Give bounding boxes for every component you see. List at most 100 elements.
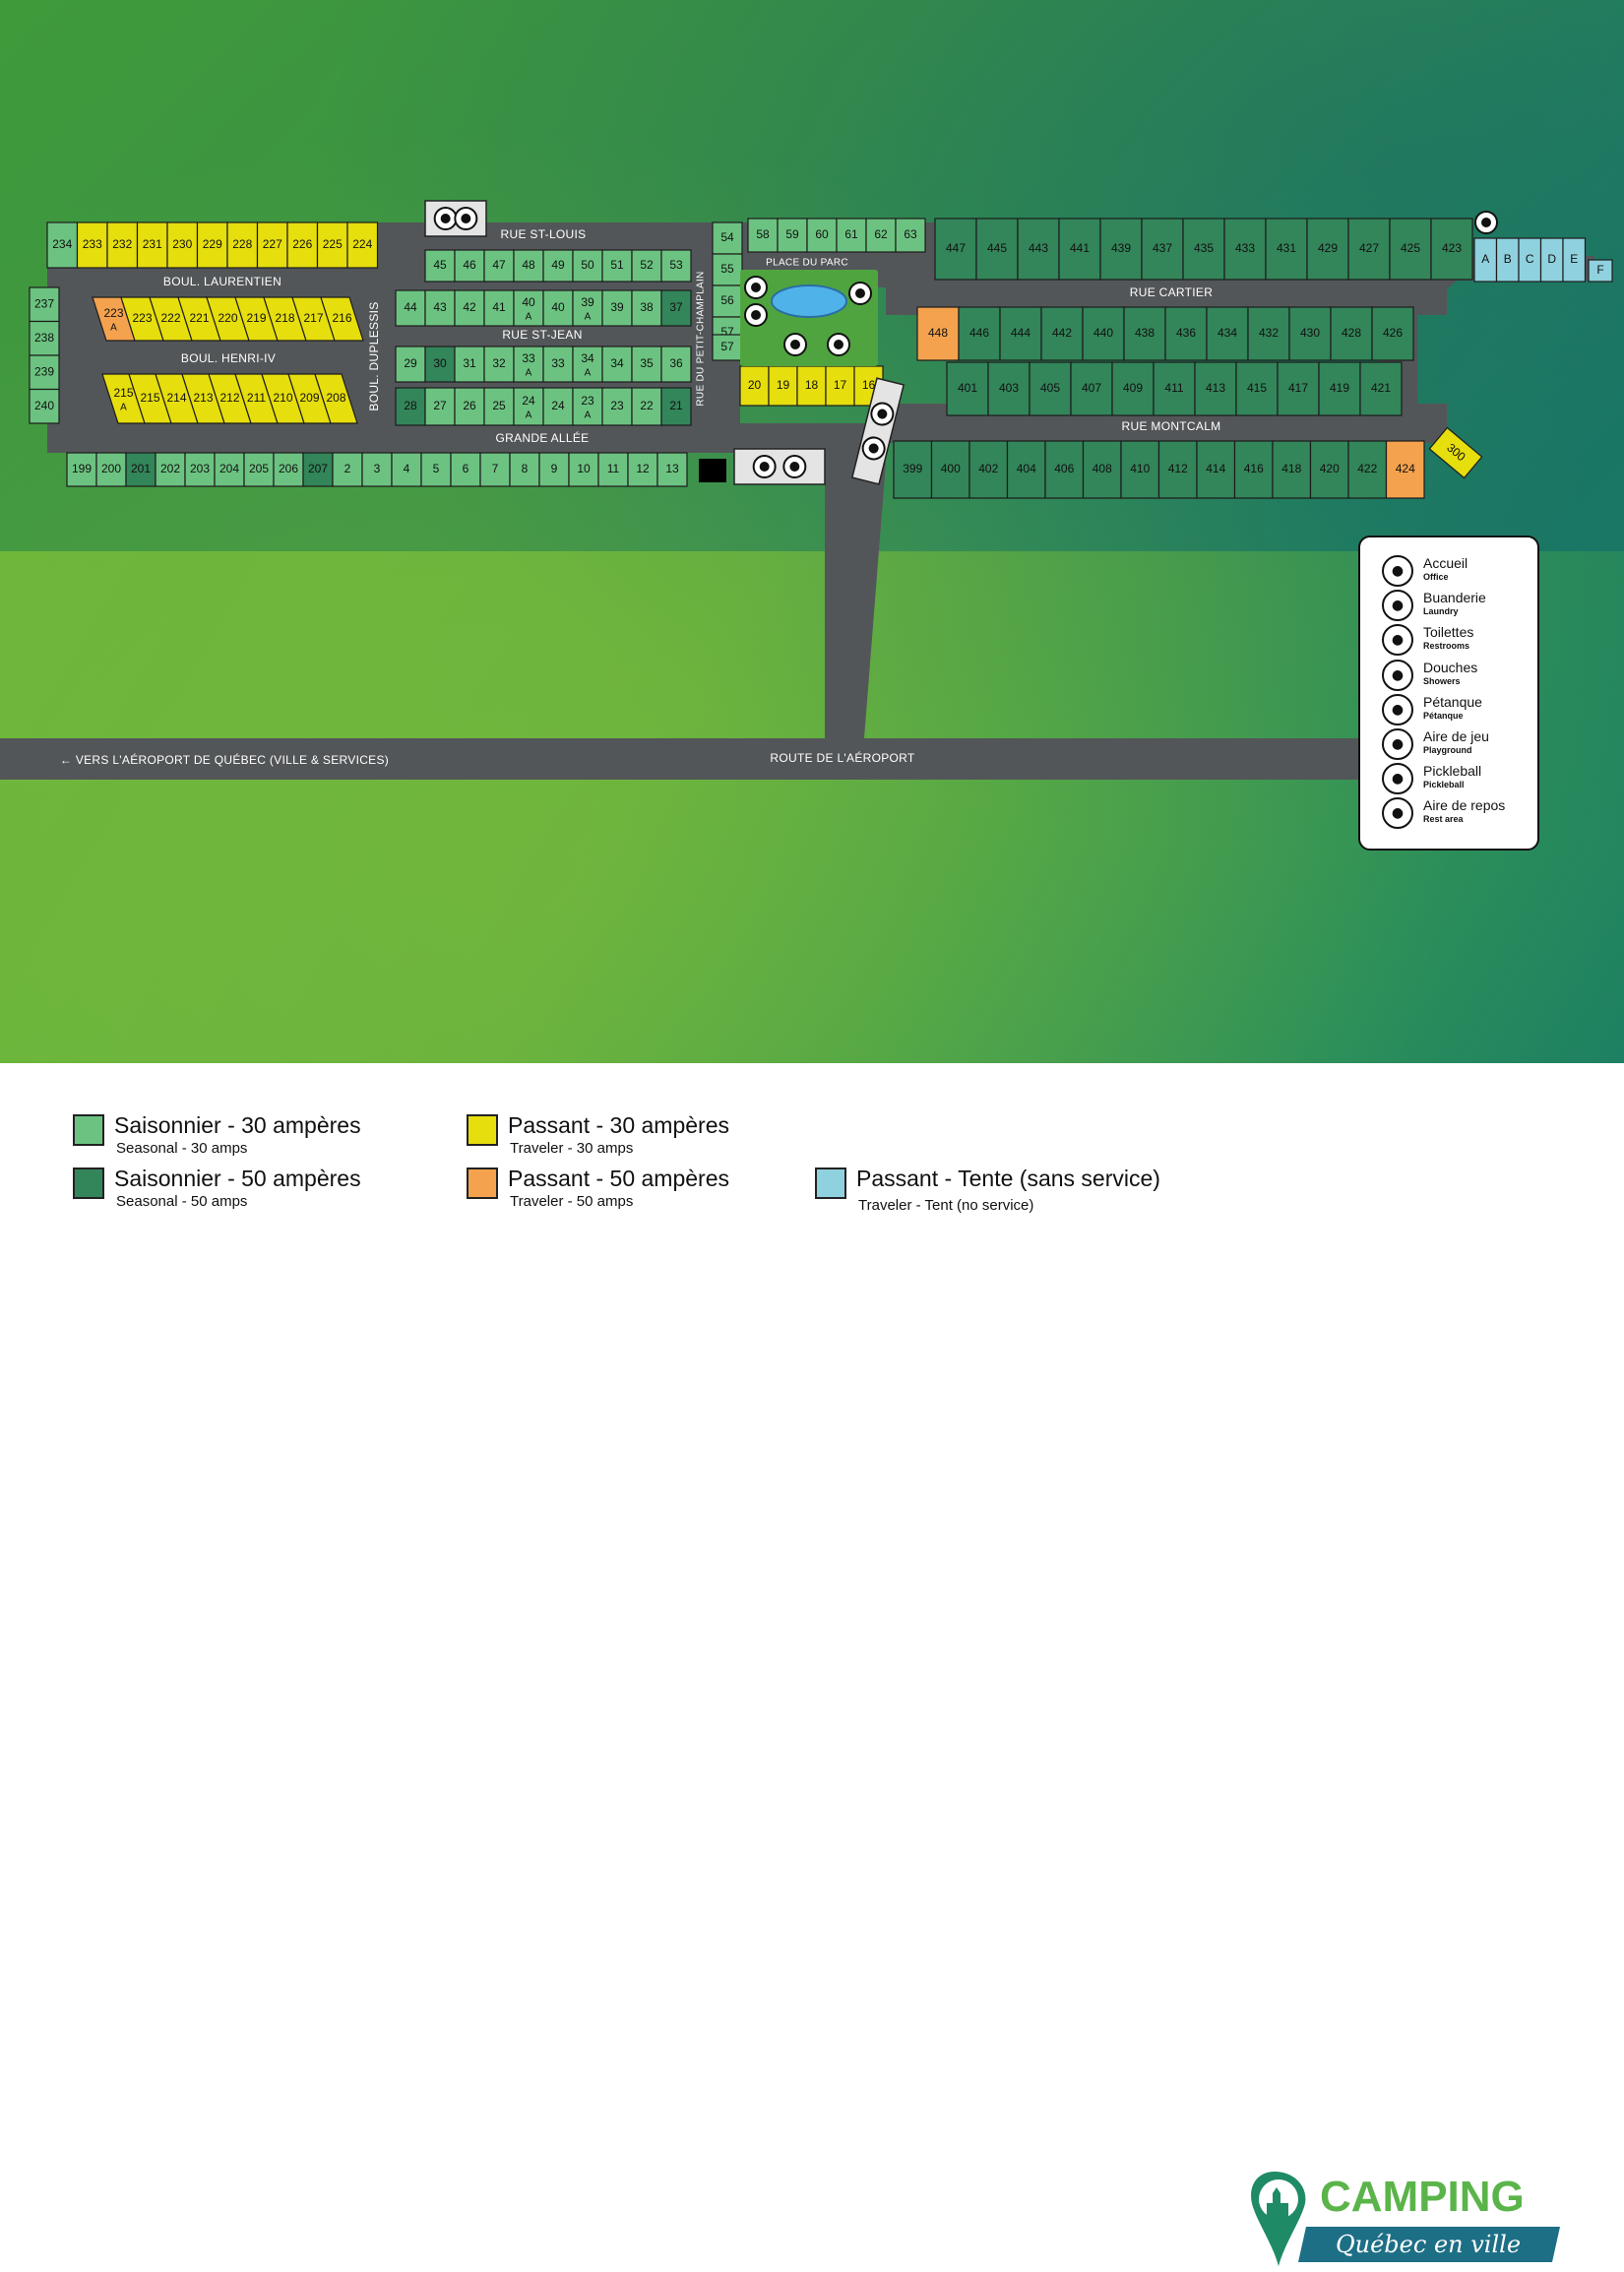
campsite-F[interactable]: F (1588, 259, 1613, 283)
campsite-61[interactable]: 61 (836, 218, 867, 253)
campsite-404[interactable]: 404 (1006, 440, 1046, 499)
campsite-205[interactable]: 205 (243, 452, 275, 487)
campsite-44[interactable]: 44 (395, 289, 426, 327)
campsite-233[interactable]: 233 (76, 221, 108, 269)
campsite-17[interactable]: 17 (825, 365, 855, 407)
campsite-27[interactable]: 27 (424, 387, 456, 426)
campsite-39[interactable]: 39 (601, 289, 633, 327)
campsite-429[interactable]: 429 (1306, 218, 1349, 281)
campsite-445[interactable]: 445 (975, 218, 1019, 281)
campsite-230[interactable]: 230 (166, 221, 199, 269)
campsite-4[interactable]: 4 (391, 452, 422, 487)
campsite-B[interactable]: B (1495, 237, 1520, 283)
campsite-C[interactable]: C (1518, 237, 1542, 283)
campsite-225[interactable]: 225 (316, 221, 348, 269)
campsite-447[interactable]: 447 (934, 218, 977, 281)
campsite-434[interactable]: 434 (1206, 306, 1249, 361)
campsite-37[interactable]: 37 (660, 289, 692, 327)
campsite-441[interactable]: 441 (1058, 218, 1101, 281)
campsite-24[interactable]: 24 (542, 387, 574, 426)
campsite-417[interactable]: 417 (1277, 361, 1320, 416)
campsite-238[interactable]: 238 (29, 320, 60, 356)
campsite-418[interactable]: 418 (1272, 440, 1312, 499)
campsite-428[interactable]: 428 (1330, 306, 1373, 361)
campsite-36[interactable]: 36 (660, 346, 692, 383)
campsite-11[interactable]: 11 (597, 452, 629, 487)
campsite-432[interactable]: 432 (1247, 306, 1290, 361)
campsite-3[interactable]: 3 (361, 452, 393, 487)
campsite-207[interactable]: 207 (302, 452, 334, 487)
campsite-46[interactable]: 46 (454, 249, 485, 283)
campsite-43[interactable]: 43 (424, 289, 456, 327)
campsite-424[interactable]: 424 (1385, 440, 1425, 499)
campsite-59[interactable]: 59 (777, 218, 808, 253)
campsite-406[interactable]: 406 (1044, 440, 1085, 499)
campsite-40A[interactable]: 40A (513, 289, 544, 327)
campsite-443[interactable]: 443 (1017, 218, 1060, 281)
campsite-400[interactable]: 400 (930, 440, 970, 499)
campsite-10[interactable]: 10 (568, 452, 599, 487)
campsite-26[interactable]: 26 (454, 387, 485, 426)
campsite-50[interactable]: 50 (572, 249, 603, 283)
campsite-407[interactable]: 407 (1070, 361, 1113, 416)
campsite-423[interactable]: 423 (1430, 218, 1473, 281)
campsite-232[interactable]: 232 (106, 221, 139, 269)
campsite-444[interactable]: 444 (999, 306, 1042, 361)
campsite-47[interactable]: 47 (483, 249, 515, 283)
campsite-448[interactable]: 448 (916, 306, 960, 361)
campsite-410[interactable]: 410 (1120, 440, 1160, 499)
campsite-38[interactable]: 38 (631, 289, 662, 327)
campsite-58[interactable]: 58 (747, 218, 779, 253)
campsite-239[interactable]: 239 (29, 354, 60, 391)
campsite-31[interactable]: 31 (454, 346, 485, 383)
campsite-399[interactable]: 399 (893, 440, 933, 499)
campsite-13[interactable]: 13 (656, 452, 688, 487)
campsite-63[interactable]: 63 (895, 218, 926, 253)
campsite-420[interactable]: 420 (1309, 440, 1349, 499)
campsite-231[interactable]: 231 (136, 221, 168, 269)
campsite-401[interactable]: 401 (946, 361, 989, 416)
campsite-35[interactable]: 35 (631, 346, 662, 383)
campsite-412[interactable]: 412 (1157, 440, 1198, 499)
campsite-414[interactable]: 414 (1196, 440, 1236, 499)
campsite-E[interactable]: E (1562, 237, 1587, 283)
campsite-214[interactable]: 214 (155, 373, 199, 424)
campsite-28[interactable]: 28 (395, 387, 426, 426)
campsite-442[interactable]: 442 (1040, 306, 1084, 361)
campsite-55[interactable]: 55 (712, 253, 743, 286)
campsite-422[interactable]: 422 (1347, 440, 1388, 499)
campsite-57[interactable]: 57 (712, 334, 743, 361)
campsite-200[interactable]: 200 (95, 452, 127, 487)
campsite-D[interactable]: D (1539, 237, 1564, 283)
campsite-6[interactable]: 6 (450, 452, 481, 487)
campsite-421[interactable]: 421 (1359, 361, 1403, 416)
campsite-216[interactable]: 216 (320, 296, 364, 342)
campsite-49[interactable]: 49 (542, 249, 574, 283)
campsite-54[interactable]: 54 (712, 221, 743, 255)
campsite-437[interactable]: 437 (1141, 218, 1184, 281)
campsite-415[interactable]: 415 (1235, 361, 1279, 416)
campsite-52[interactable]: 52 (631, 249, 662, 283)
campsite-234[interactable]: 234 (46, 221, 79, 269)
campsite-204[interactable]: 204 (214, 452, 245, 487)
campsite-427[interactable]: 427 (1347, 218, 1391, 281)
campsite-237[interactable]: 237 (29, 286, 60, 323)
campsite-51[interactable]: 51 (601, 249, 633, 283)
campsite-413[interactable]: 413 (1194, 361, 1237, 416)
campsite-32[interactable]: 32 (483, 346, 515, 383)
campsite-48[interactable]: 48 (513, 249, 544, 283)
campsite-436[interactable]: 436 (1164, 306, 1208, 361)
campsite-201[interactable]: 201 (125, 452, 156, 487)
campsite-430[interactable]: 430 (1288, 306, 1332, 361)
campsite-433[interactable]: 433 (1223, 218, 1267, 281)
campsite-2[interactable]: 2 (332, 452, 363, 487)
campsite-24A[interactable]: 24A (513, 387, 544, 426)
campsite-228[interactable]: 228 (226, 221, 259, 269)
campsite-25[interactable]: 25 (483, 387, 515, 426)
campsite-405[interactable]: 405 (1029, 361, 1072, 416)
campsite-22[interactable]: 22 (631, 387, 662, 426)
campsite-18[interactable]: 18 (796, 365, 827, 407)
campsite-426[interactable]: 426 (1371, 306, 1414, 361)
campsite-30[interactable]: 30 (424, 346, 456, 383)
campsite-12[interactable]: 12 (627, 452, 658, 487)
